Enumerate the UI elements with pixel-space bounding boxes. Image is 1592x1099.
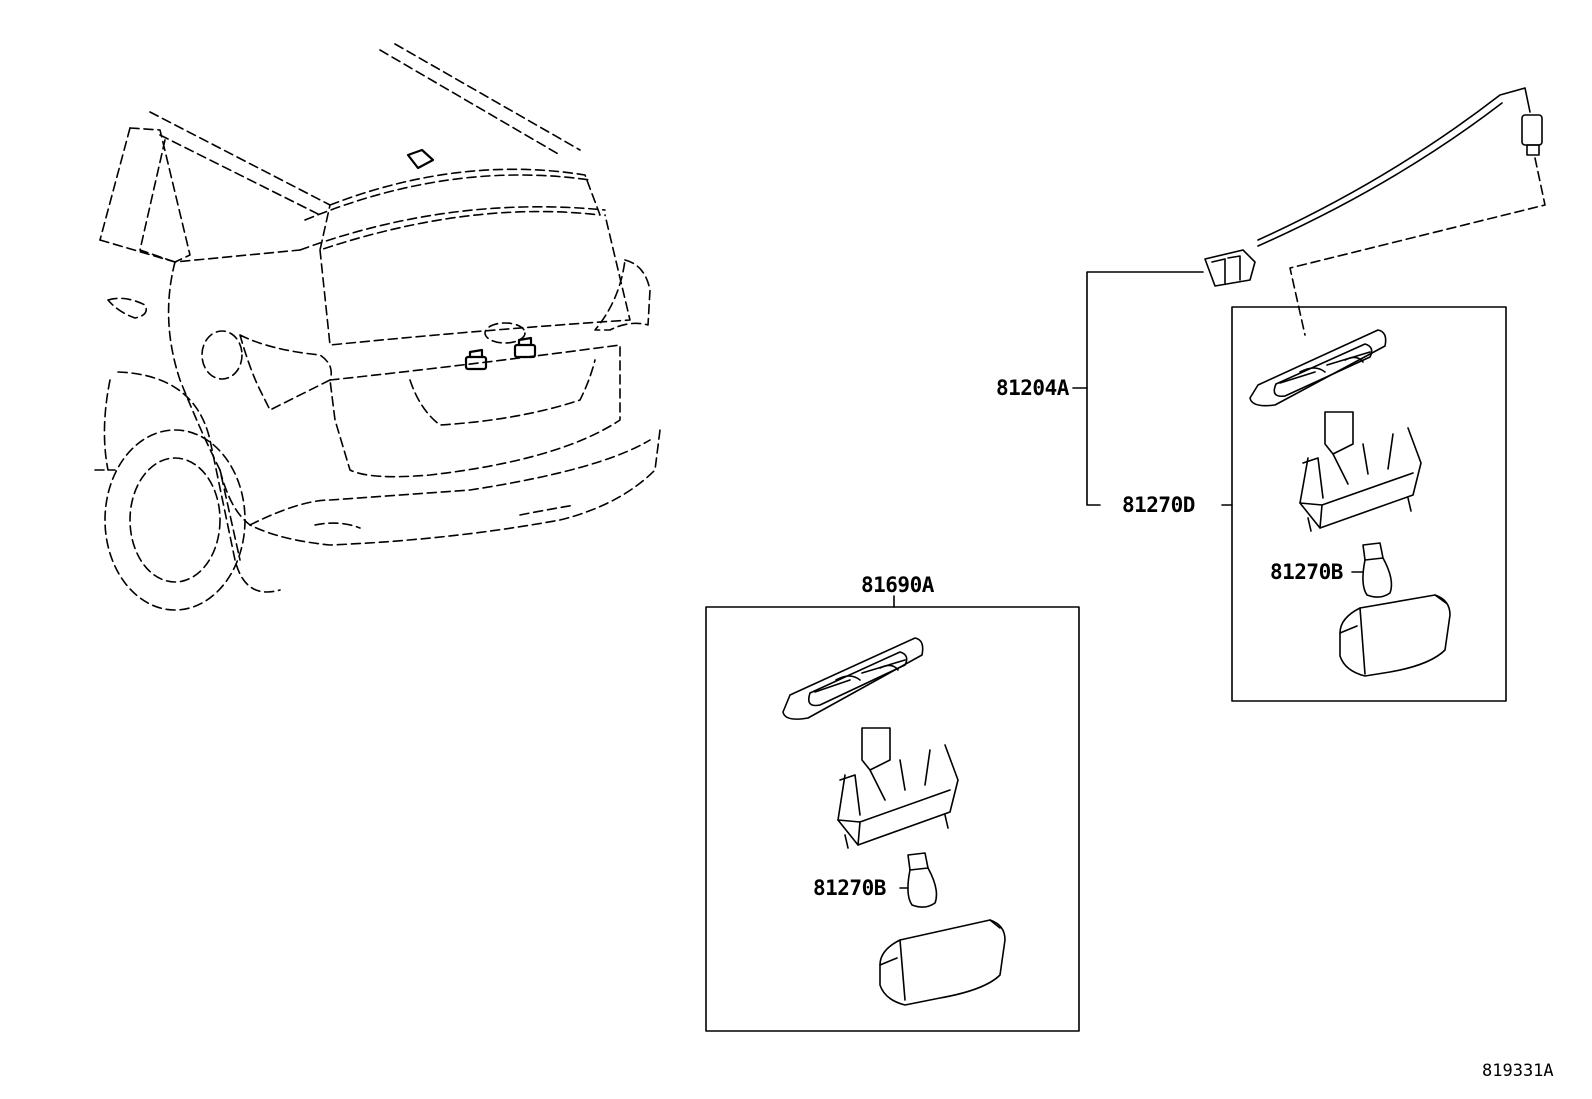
leader-81204A [1073,272,1203,505]
label-81270D: 81270D [1122,493,1195,517]
bulb-81690A [900,853,936,907]
gasket-81270D [1250,330,1386,406]
bulb-81270D [1352,543,1391,597]
wire-harness [1205,88,1542,286]
gasket-81690A [783,638,923,719]
box-81690A [706,596,1079,1031]
box-81270D [1222,307,1506,701]
label-81690A: 81690A [861,573,934,597]
figure-number: 819331A [1482,1061,1554,1081]
lamp-housing-81270D [1300,412,1421,531]
dashed-connection [1290,158,1545,335]
vehicle-rear-illustration [95,44,660,610]
lens-81690A [880,920,1005,1005]
label-81270B-right: 81270B [1270,560,1343,584]
lamp-housing-81690A [838,728,958,848]
label-81270B-left: 81270B [813,876,886,900]
vehicle-license-lamps [408,150,535,369]
label-81204A: 81204A [996,376,1069,400]
lens-81270D [1340,595,1450,676]
